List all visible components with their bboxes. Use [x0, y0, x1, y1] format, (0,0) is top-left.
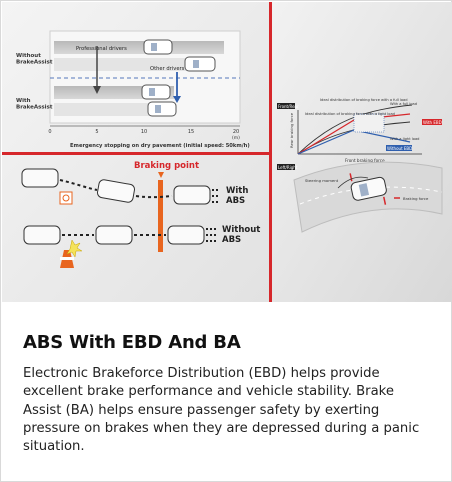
- tick-10: 10: [141, 129, 147, 135]
- label-other-drivers: Other drivers: [150, 66, 185, 72]
- axis-title-stopping: Emergency stopping on dry pavement (init…: [70, 143, 250, 149]
- tag-left-right: Left/Right: [278, 165, 298, 170]
- tick-15: 15: [188, 129, 194, 135]
- label-steering-moment: Steering moment: [305, 178, 339, 183]
- row-label-with-ba: With: [16, 98, 31, 104]
- y-axis-rear-force: Rear braking force: [289, 112, 294, 148]
- row-label-without-ba: Without: [16, 53, 41, 59]
- feature-description: Electronic Brakeforce Distribution (EBD)…: [23, 366, 420, 455]
- divider-horizontal: [2, 152, 270, 155]
- x-axis-front-force: Front braking force: [345, 158, 385, 163]
- without-abs-label: Without: [222, 225, 260, 235]
- note-ideal-light: Ideal distribution of braking force with…: [305, 112, 395, 116]
- legend-without-ebd: Without EBD: [387, 146, 412, 151]
- note-with-light-load: With a light load: [390, 137, 419, 141]
- tick-20: 20: [233, 129, 239, 135]
- tick-0: 0: [48, 129, 51, 135]
- axis-unit: (m): [232, 135, 240, 141]
- tick-5: 5: [95, 129, 98, 135]
- legend-with-ebd: With EBD: [423, 120, 442, 125]
- note-with-full-load: With a full load: [390, 102, 417, 106]
- feature-title: ABS With EBD And BA: [23, 332, 241, 353]
- with-abs-label: With: [226, 186, 248, 196]
- label-professional-drivers: Professional drivers: [76, 46, 127, 52]
- braking-point-label: Braking point: [134, 161, 199, 171]
- tag-front-rear: Front/Rear: [278, 104, 299, 109]
- note-ideal-full: Ideal distribution of braking force with…: [320, 98, 408, 102]
- label-braking-force: Braking force: [403, 196, 429, 201]
- ebd-diagram: Front/Rear Ideal distribution of braking…: [277, 98, 443, 233]
- divider-vertical: [269, 2, 272, 302]
